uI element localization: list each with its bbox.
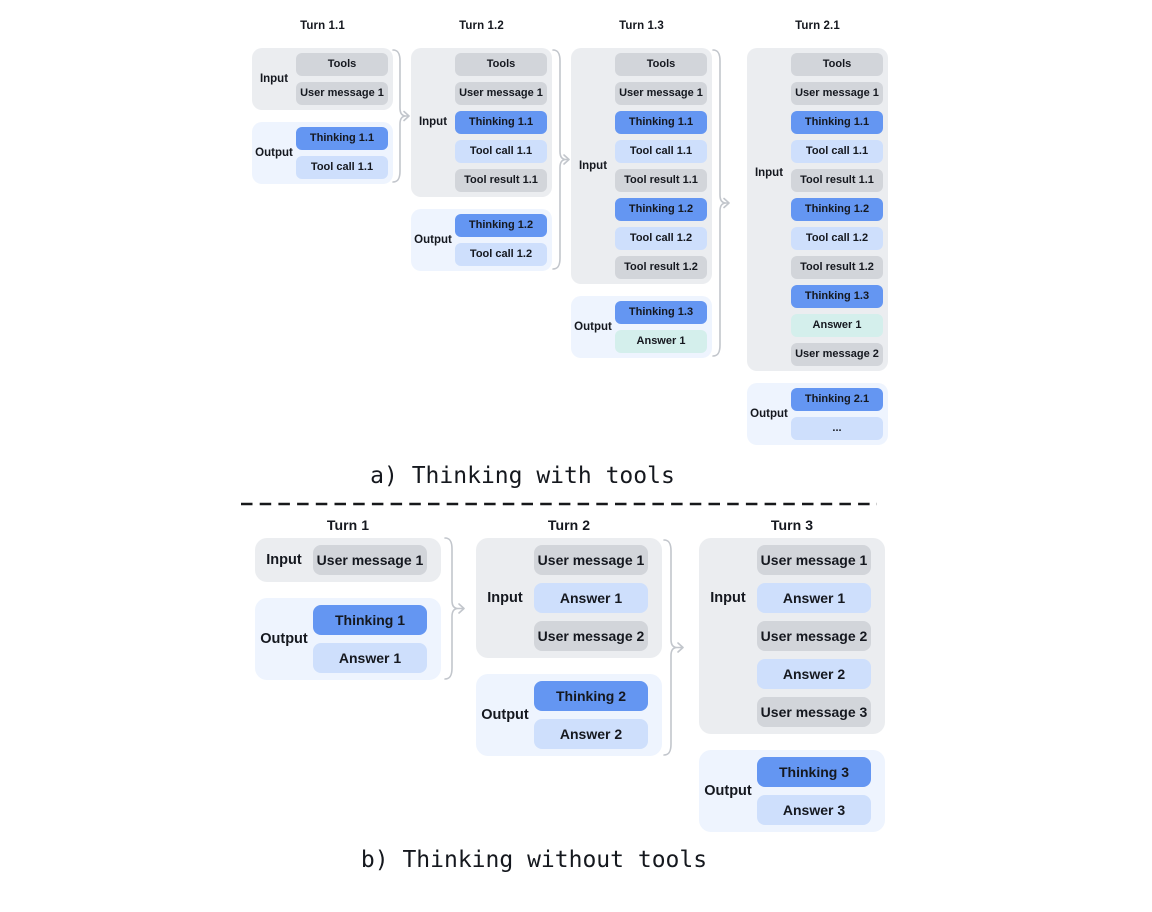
block-answer-2: Answer 2 — [534, 719, 648, 749]
turn-arrow-icon — [392, 49, 410, 183]
turn-title: Turn 3 — [770, 517, 814, 533]
caption-a: a) Thinking with tools — [370, 463, 675, 489]
turn-title: Turn 1.3 — [619, 20, 664, 32]
turn-arrow-icon — [444, 537, 465, 680]
block-tool-call-1-1: Tool call 1.1 — [296, 156, 388, 179]
block-thinking-2-1: Thinking 2.1 — [791, 388, 883, 411]
block-tool-result-1-1: Tool result 1.1 — [615, 169, 707, 192]
block-answer-1: Answer 1 — [791, 314, 883, 337]
block-answer-1: Answer 1 — [615, 330, 707, 353]
input-label: Input — [259, 72, 289, 85]
block-thinking-1-2: Thinking 1.2 — [615, 198, 707, 221]
input-label: Input — [266, 551, 302, 568]
block-user-message-1: User message 1 — [757, 545, 871, 575]
block-user-message-2: User message 2 — [534, 621, 648, 651]
input-label: Input — [754, 166, 784, 179]
block-user-message-1: User message 1 — [615, 82, 707, 105]
block-tool-call-1-1: Tool call 1.1 — [455, 140, 547, 163]
block-thinking-1-2: Thinking 1.2 — [791, 198, 883, 221]
output-label: Output — [481, 706, 529, 723]
output-label: Output — [704, 782, 752, 799]
block-tools: Tools — [791, 53, 883, 76]
turn-title: Turn 1 — [326, 517, 370, 533]
turn-arrow-icon — [712, 49, 730, 357]
block-answer-1: Answer 1 — [757, 583, 871, 613]
block-thinking-1-2: Thinking 1.2 — [455, 214, 547, 237]
block-thinking-3: Thinking 3 — [757, 757, 871, 787]
section-divider — [241, 502, 877, 506]
output-label: Output — [750, 407, 788, 420]
block-answer-2: Answer 2 — [757, 659, 871, 689]
block-thinking-1-1: Thinking 1.1 — [791, 111, 883, 134]
block-answer-1: Answer 1 — [534, 583, 648, 613]
block-user-message-1: User message 1 — [455, 82, 547, 105]
turn-arrow-icon — [552, 49, 570, 270]
block-tool-result-1-1: Tool result 1.1 — [455, 169, 547, 192]
block-answer-1: Answer 1 — [313, 643, 427, 673]
block-tool-call-1-2: Tool call 1.2 — [791, 227, 883, 250]
block-thinking-1-3: Thinking 1.3 — [791, 285, 883, 308]
block-user-message-2: User message 2 — [791, 343, 883, 366]
output-label: Output — [414, 233, 452, 246]
output-label: Output — [260, 630, 308, 647]
block-user-message-1: User message 1 — [534, 545, 648, 575]
block-thinking-1-1: Thinking 1.1 — [455, 111, 547, 134]
block-thinking-2: Thinking 2 — [534, 681, 648, 711]
block-thinking-1-1: Thinking 1.1 — [615, 111, 707, 134]
block-ellipsis: ... — [791, 417, 883, 440]
block-tool-call-1-1: Tool call 1.1 — [791, 140, 883, 163]
block-tool-call-1-1: Tool call 1.1 — [615, 140, 707, 163]
block-answer-3: Answer 3 — [757, 795, 871, 825]
block-tool-result-1-2: Tool result 1.2 — [791, 256, 883, 279]
input-label: Input — [578, 159, 608, 172]
input-label: Input — [710, 589, 746, 606]
turn-title: Turn 1.1 — [300, 20, 345, 32]
input-label: Input — [487, 589, 523, 606]
block-user-message-1: User message 1 — [313, 545, 427, 575]
block-thinking-1: Thinking 1 — [313, 605, 427, 635]
block-user-message-2: User message 2 — [757, 621, 871, 651]
block-tool-result-1-1: Tool result 1.1 — [791, 169, 883, 192]
block-user-message-1: User message 1 — [791, 82, 883, 105]
block-tool-call-1-2: Tool call 1.2 — [615, 227, 707, 250]
input-label: Input — [418, 116, 448, 128]
turn-title: Turn 1.2 — [459, 20, 504, 32]
block-tools: Tools — [455, 53, 547, 76]
block-user-message-1: User message 1 — [296, 82, 388, 105]
block-tool-result-1-2: Tool result 1.2 — [615, 256, 707, 279]
block-tools: Tools — [615, 53, 707, 76]
turn-title: Turn 2.1 — [795, 20, 840, 32]
turn-arrow-icon — [663, 539, 684, 756]
output-label: Output — [574, 320, 612, 333]
output-label: Output — [255, 146, 293, 159]
block-tools: Tools — [296, 53, 388, 76]
caption-b: b) Thinking without tools — [360, 847, 708, 873]
block-thinking-1-1: Thinking 1.1 — [296, 127, 388, 150]
block-user-message-3: User message 3 — [757, 697, 871, 727]
block-tool-call-1-2: Tool call 1.2 — [455, 243, 547, 266]
turn-title: Turn 2 — [547, 517, 591, 533]
block-thinking-1-3: Thinking 1.3 — [615, 301, 707, 324]
